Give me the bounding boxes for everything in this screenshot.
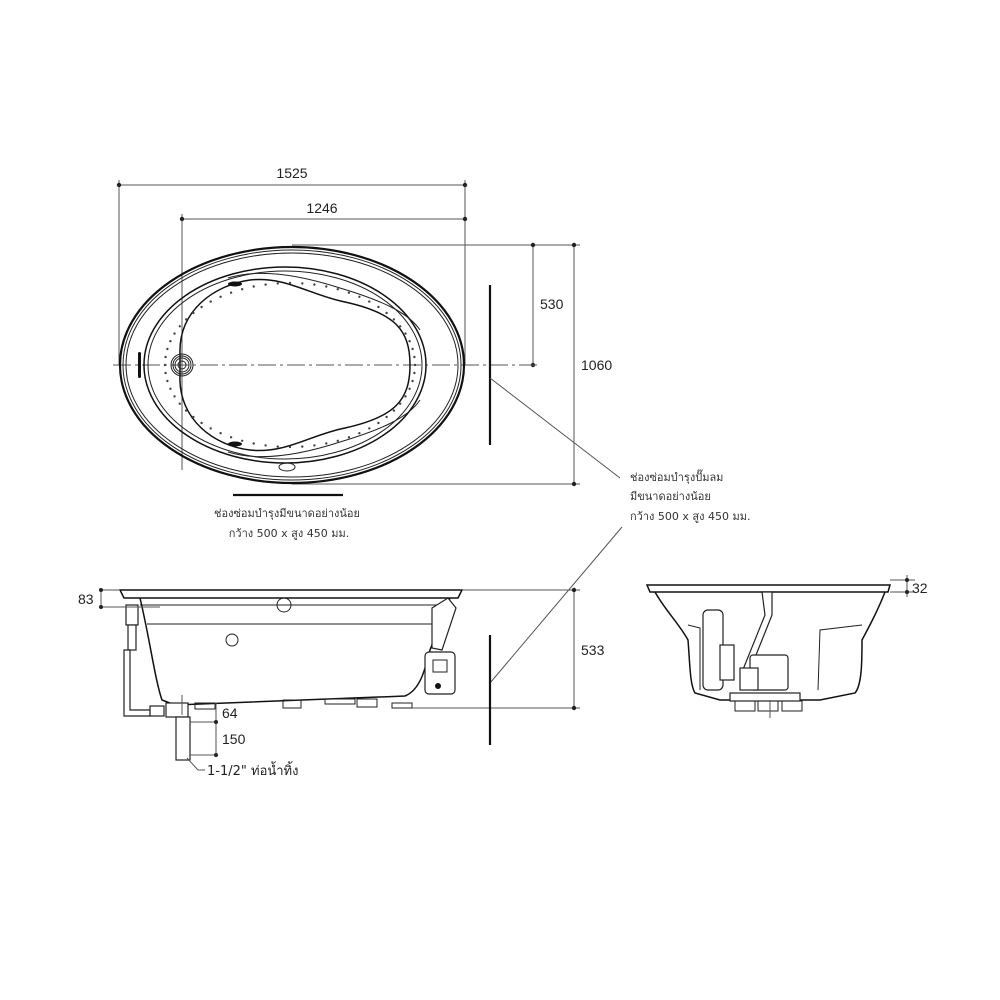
pump-access-note: ช่องซ่อมบำรุงปั๊มลม มีขนาดอย่างน้อย กว้า… bbox=[489, 469, 750, 684]
dimension-width: 530 1060 bbox=[292, 242, 612, 487]
dimension-label-1060: 1060 bbox=[581, 357, 612, 373]
overflow-slot-icon bbox=[138, 352, 141, 378]
air-jet-dots bbox=[163, 281, 417, 449]
dimension-label-64: 64 bbox=[222, 705, 238, 721]
drain-pipe bbox=[123, 649, 151, 717]
pump-note-line3: กว้าง 500 x สูง 450 มม. bbox=[630, 510, 750, 523]
tub-basin-outline bbox=[179, 278, 411, 452]
handgrip-icon bbox=[228, 281, 242, 287]
side-tub-body bbox=[139, 597, 451, 706]
side-jet-icon bbox=[225, 633, 239, 647]
drain-leader bbox=[186, 757, 205, 771]
pump-unit-icon bbox=[424, 597, 457, 695]
dimension-label-83: 83 bbox=[78, 591, 94, 607]
tub-feet bbox=[194, 698, 413, 710]
pump-note-line1: ช่องซ่อมบำรุงปั๊มลม bbox=[630, 469, 723, 484]
dimension-label-1525: 1525 bbox=[276, 165, 307, 181]
side-rim bbox=[118, 589, 464, 599]
dimension-label-150: 150 bbox=[222, 731, 246, 747]
side-view: 533 83 64 150 1-1/2" ท่อน้ำทิ้ง bbox=[78, 587, 605, 779]
side-overflow-icon bbox=[276, 597, 292, 613]
dimension-label-533: 533 bbox=[581, 642, 605, 658]
pump-note-line2: มีขนาดอย่างน้อย bbox=[630, 490, 711, 503]
dimension-label-530: 530 bbox=[540, 296, 564, 312]
side-overflow-pipe bbox=[125, 604, 139, 626]
drain-pipe-label: 1-1/2" ท่อน้ำทิ้ง bbox=[207, 761, 298, 779]
tub-upper-contour bbox=[227, 272, 421, 331]
leader-line bbox=[489, 377, 621, 479]
maintenance-access-note-line2: กว้าง 500 x สูง 450 มม. bbox=[229, 527, 349, 540]
drain-icon bbox=[170, 353, 194, 377]
control-button-icon bbox=[278, 462, 296, 472]
end-rim bbox=[645, 584, 891, 593]
drain-outlet-pipe bbox=[175, 716, 191, 761]
dimension-inner-length: 1246 bbox=[179, 200, 468, 470]
maintenance-access-note-line1: ช่องซ่อมบำรุงมีขนาดอย่างน้อย bbox=[214, 507, 360, 520]
dimension-label-32: 32 bbox=[912, 580, 928, 596]
tub-rim-outline bbox=[118, 245, 466, 485]
dimension-overall-length: 1525 bbox=[116, 165, 468, 365]
tub-lower-contour bbox=[227, 399, 421, 458]
dimension-label-1246: 1246 bbox=[306, 200, 337, 216]
end-view: 32 bbox=[645, 575, 928, 720]
handgrip-icon bbox=[228, 441, 242, 447]
top-view: 1525 1246 530 1060 bbox=[113, 165, 621, 540]
leader-line-side bbox=[489, 526, 623, 684]
